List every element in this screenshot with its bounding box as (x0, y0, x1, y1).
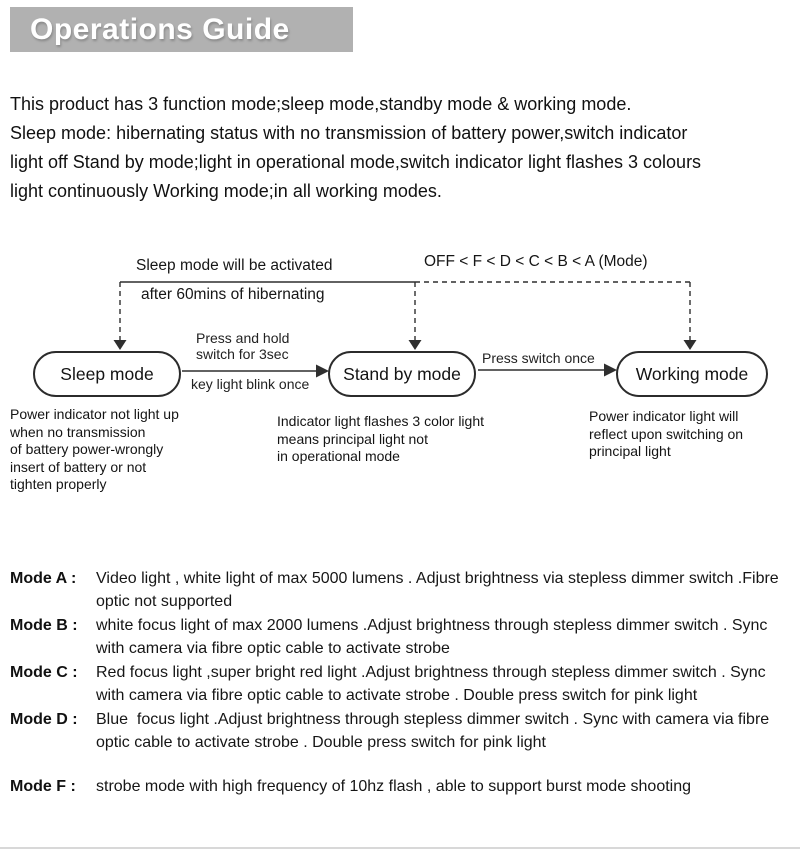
working-mode-description: Power indicator light will reflect upon … (589, 408, 744, 459)
mode-d-label: Mode D : (10, 711, 78, 728)
arrowhead-down-standby-icon (408, 340, 422, 350)
standby-mode-description: Indicator light flashes 3 color light me… (277, 413, 484, 464)
arrowhead-down-working-icon (683, 340, 697, 350)
mode-row-f: Mode F : strobe mode with high frequency… (10, 776, 788, 799)
sleep-loop-label-line1: Sleep mode will be activated (136, 257, 333, 274)
transition1-label-below: key light blink once (191, 376, 310, 392)
transition1-label-above: Press and hold switch for 3sec (196, 330, 290, 362)
bottom-divider (0, 847, 800, 849)
arrowhead-down-sleep-icon (113, 340, 127, 350)
node-standby-mode-label: Stand by mode (343, 363, 461, 384)
node-working-mode-label: Working mode (635, 363, 749, 384)
header-banner: Operations Guide (10, 7, 353, 52)
mode-f-text: strobe mode with high frequency of 10hz … (96, 778, 692, 795)
sleep-loop-label-line2: after 60mins of hibernating (141, 286, 325, 303)
mode-row-d: Mode D : Blue focus light .Adjust bright… (10, 709, 788, 754)
mode-f-label: Mode F : (10, 778, 76, 795)
node-sleep-mode: Sleep mode (33, 351, 181, 397)
node-working-mode: Working mode (616, 351, 768, 397)
mode-b-text: white focus light of max 2000 lumens .Ad… (96, 617, 772, 657)
mode-list: Mode A : Video light , white light of ma… (10, 568, 788, 801)
mode-row-b: Mode B : white focus light of max 2000 l… (10, 615, 788, 660)
transition2-label: Press switch once (482, 350, 595, 366)
mode-row-a: Mode A : Video light , white light of ma… (10, 568, 788, 613)
mode-a-text: Video light , white light of max 5000 lu… (96, 570, 784, 610)
mode-order-label: OFF < F < D < C < B < A (Mode) (424, 253, 648, 270)
arrowhead-right-transition1-icon (316, 364, 329, 378)
node-standby-mode: Stand by mode (328, 351, 476, 397)
node-sleep-mode-label: Sleep mode (60, 363, 154, 384)
mode-c-label: Mode C : (10, 664, 78, 681)
mode-a-label: Mode A : (10, 570, 77, 587)
mode-b-label: Mode B : (10, 617, 78, 634)
mode-row-c: Mode C : Red focus light ,super bright r… (10, 662, 788, 707)
sleep-mode-description: Power indicator not light up when no tra… (10, 406, 179, 492)
intro-paragraph: This product has 3 function mode;sleep m… (10, 94, 702, 201)
mode-d-text: Blue focus light .Adjust brightness thro… (96, 711, 774, 751)
mode-c-text: Red focus light ,super bright red light … (96, 664, 771, 704)
page-title: Operations Guide (30, 12, 290, 46)
